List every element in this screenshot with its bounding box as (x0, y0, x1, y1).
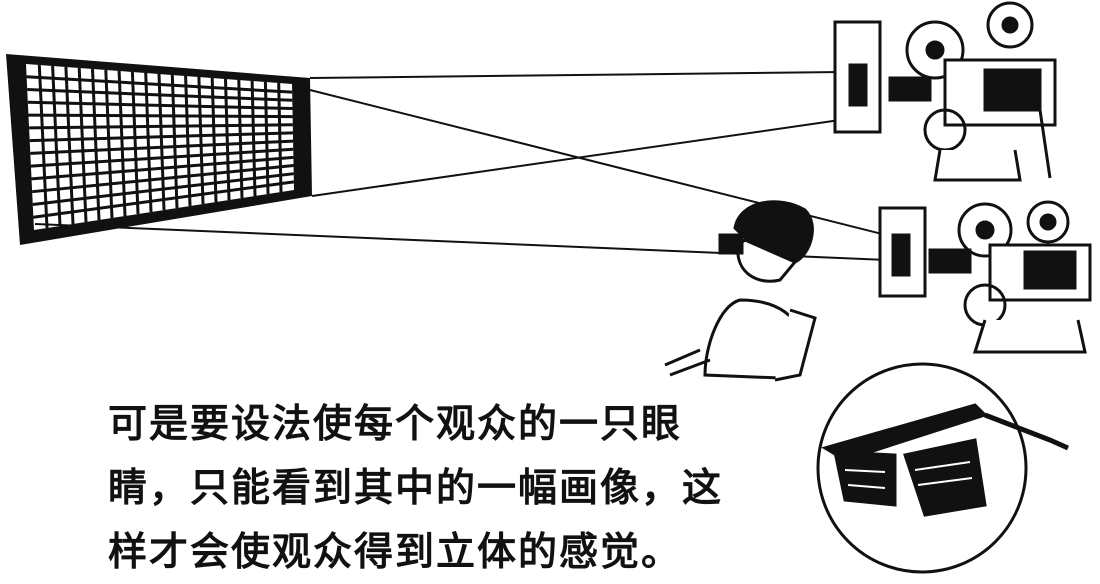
grid-line (210, 77, 218, 203)
grid-line (237, 79, 244, 199)
projection-screen (6, 54, 312, 245)
grid-line (130, 71, 140, 215)
screen-grid (26, 64, 295, 229)
caption-line-1: 可是要设法使每个观众的一只眼 (108, 401, 683, 447)
grid-line (27, 88, 293, 102)
grid-line (30, 139, 294, 155)
film-projector-top (833, 1, 1057, 182)
grid-line (32, 172, 294, 206)
polarized-glasses (816, 362, 1070, 574)
film-projector-bottom (878, 200, 1092, 354)
grid-line (30, 147, 294, 168)
grid-line (91, 68, 101, 221)
grid-line (104, 69, 114, 219)
grid-line (29, 123, 293, 130)
grid-line (28, 113, 293, 119)
grid-line (144, 72, 153, 213)
grid-line (32, 164, 294, 194)
caption-text: 可是要设法使每个观众的一只眼 睛，只能看到其中的一幅画像，这 样才会使观众得到立… (108, 392, 724, 584)
grid-line (37, 64, 49, 229)
grid-line (117, 70, 127, 217)
grid-line (33, 180, 295, 219)
grid-line (31, 155, 294, 181)
grid-line (170, 74, 179, 209)
grid-line (197, 76, 205, 205)
grid-line (77, 67, 88, 223)
grid-line (157, 73, 166, 211)
grid-line (29, 131, 293, 143)
grid-line (27, 100, 293, 110)
grid-line (184, 75, 192, 207)
viewer (664, 200, 817, 382)
grid-line (26, 75, 293, 94)
caption-line-2: 睛，只能看到其中的一幅画像，这 (108, 465, 724, 511)
grid-line (51, 65, 62, 227)
grid-line (64, 66, 75, 225)
grid-line (224, 78, 231, 201)
caption-line-3: 样才会使观众得到立体的感觉。 (108, 529, 683, 575)
